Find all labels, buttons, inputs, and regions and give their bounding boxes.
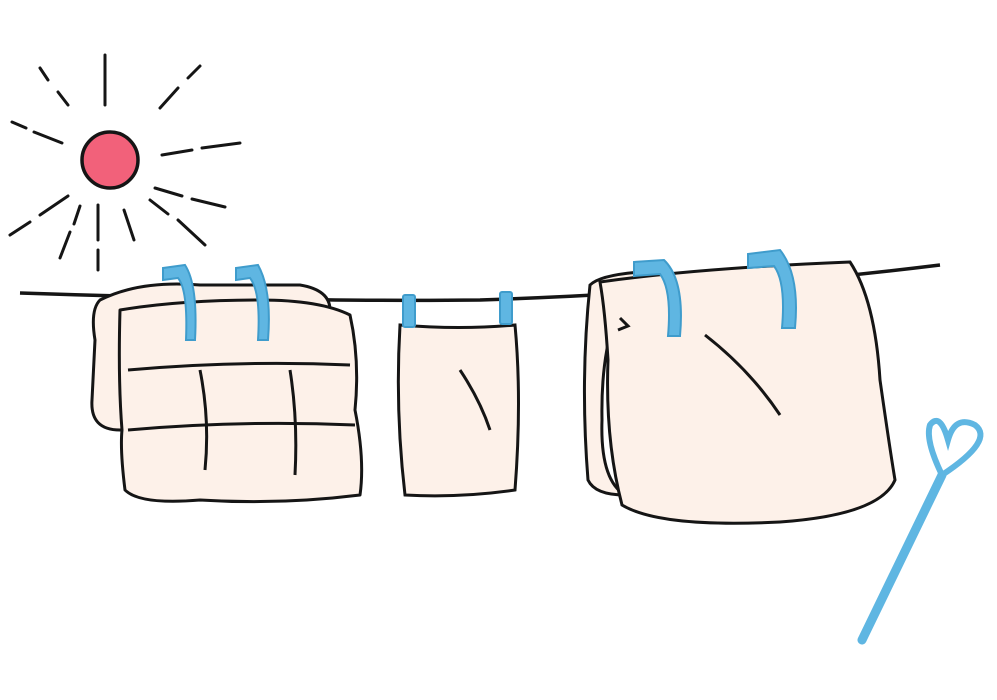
clip-icon: [162, 263, 197, 341]
sun: [80, 130, 140, 190]
clip-icon: [402, 294, 416, 328]
clip-icon: [633, 258, 682, 337]
small-towel: [396, 323, 520, 498]
futon: [90, 282, 364, 504]
clip-icon: [747, 248, 797, 329]
clip-icon: [499, 291, 513, 325]
large-towel: [582, 260, 897, 525]
sun-rays: [8, 53, 242, 272]
hanger-clip: [857, 418, 984, 645]
clip-icon: [235, 263, 270, 341]
clothespins: [162, 248, 797, 341]
